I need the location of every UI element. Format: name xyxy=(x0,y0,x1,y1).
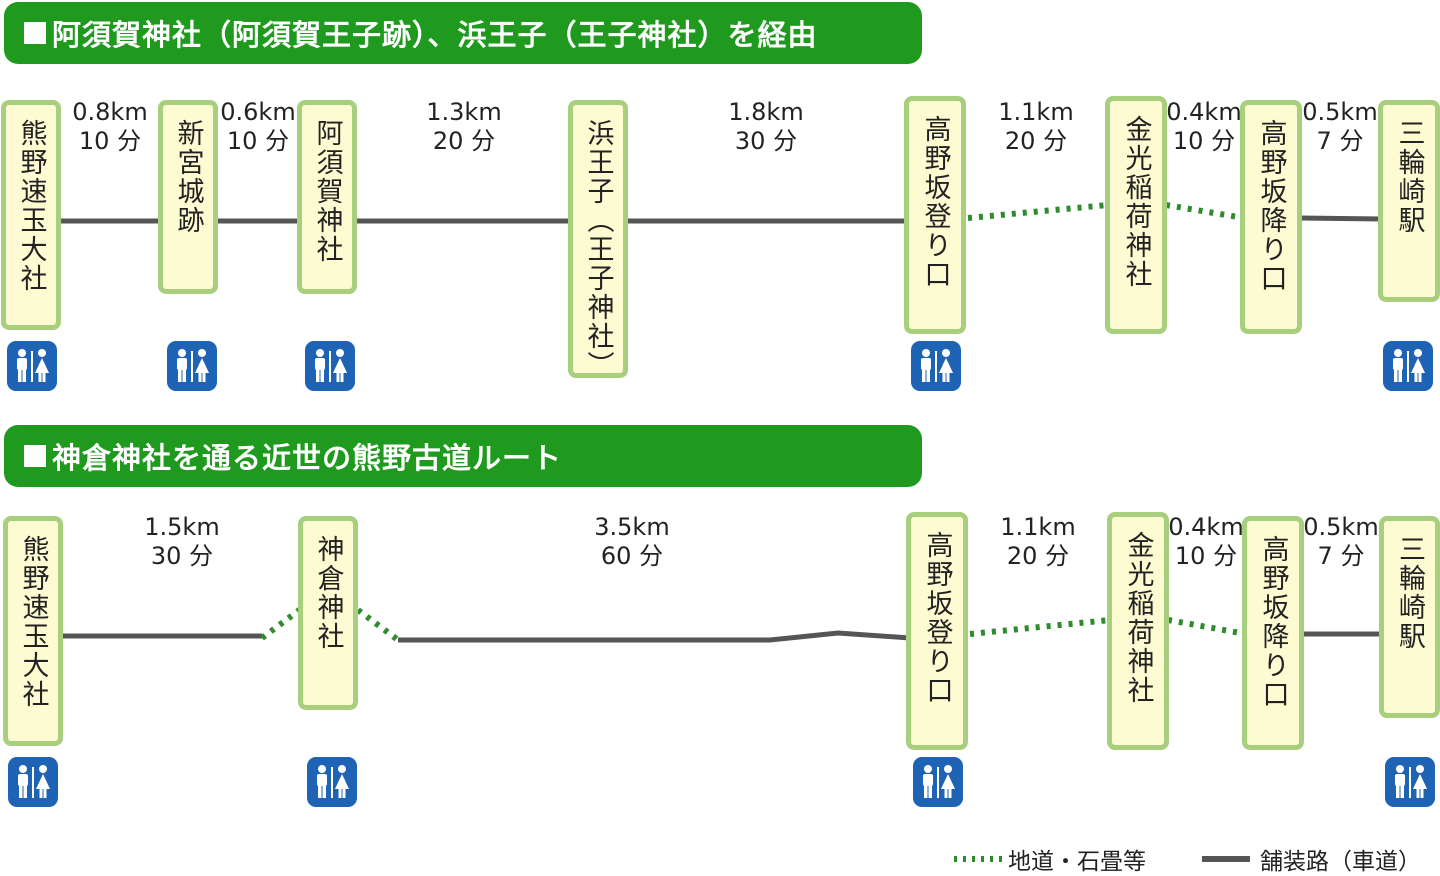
stop-konko-inari: 金光稲荷神社 xyxy=(1105,96,1167,334)
square-bullet-icon xyxy=(24,22,46,44)
segment-time: 7 分 xyxy=(1317,542,1365,570)
segment-distance: 1.3km xyxy=(426,98,502,126)
segment-time: 60 分 xyxy=(600,542,664,570)
trail-path xyxy=(1167,617,1247,637)
segment-distance: 0.5km xyxy=(1303,513,1379,541)
stop-label: 新宮城跡 xyxy=(172,119,204,235)
stop-label: 三輪崎駅 xyxy=(1394,535,1425,651)
trail-path xyxy=(1165,202,1245,221)
segment-distance: 0.4km xyxy=(1166,98,1242,126)
trail-path xyxy=(967,202,1109,221)
stop-label: 高野坂登り口 xyxy=(921,531,953,705)
segment-distance: 0.8km xyxy=(72,98,148,126)
stop-label: 浜王子（王子神社） xyxy=(582,119,614,380)
paved-path xyxy=(398,630,911,643)
square-bullet-icon xyxy=(24,445,46,467)
segment-distance: 0.4km xyxy=(1168,513,1244,541)
stop-label: 神倉神社 xyxy=(312,535,344,651)
segment-time: 10 分 xyxy=(1172,127,1236,155)
restroom-icon xyxy=(1385,757,1435,807)
paved-path xyxy=(1299,215,1383,222)
restroom-icon xyxy=(307,757,357,807)
restroom-icon xyxy=(305,341,355,391)
stop-label: 高野坂登り口 xyxy=(919,115,951,289)
stop-asuka-shrine: 阿須賀神社 xyxy=(297,100,357,294)
stop-kumano-hayatama: 熊野速玉大社 xyxy=(1,100,61,330)
stop-label: 金光稲荷神社 xyxy=(1122,531,1154,705)
trail-path xyxy=(969,617,1111,637)
stop-miwasaki-station: 三輪崎駅 xyxy=(1378,100,1440,302)
stop-takanosaka-entrance: 高野坂登り口 xyxy=(904,96,966,334)
legend-trail-label: 地道・石畳等 xyxy=(1008,849,1146,875)
restroom-icon xyxy=(911,341,961,391)
segment-time: 7 分 xyxy=(1316,127,1364,155)
stop-label: 高野坂降り口 xyxy=(1255,119,1287,293)
trail-path xyxy=(260,605,304,641)
stop-kamikura-shrine: 神倉神社 xyxy=(298,516,358,710)
segment-distance: 1.1km xyxy=(998,98,1074,126)
stop-kumano-hayatama: 熊野速玉大社 xyxy=(3,516,63,746)
route2-title-banner: 神倉神社を通る近世の熊野古道ルート xyxy=(4,425,922,487)
trail-path xyxy=(356,607,400,643)
stop-hama-oji: 浜王子（王子神社） xyxy=(568,100,628,380)
stop-label: 熊野速玉大社 xyxy=(17,535,49,709)
segment-distance: 1.1km xyxy=(1000,513,1076,541)
segment-distance: 1.5km xyxy=(144,513,220,541)
stop-takanosaka-exit: 高野坂降り口 xyxy=(1240,100,1302,334)
segment-distance: 0.5km xyxy=(1302,98,1378,126)
segment-time: 20 分 xyxy=(1004,127,1068,155)
stop-shingu-castle: 新宮城跡 xyxy=(158,100,218,294)
segment-time: 30 分 xyxy=(150,542,214,570)
stop-label: 金光稲荷神社 xyxy=(1120,115,1152,289)
segment-distance: 1.8km xyxy=(728,98,804,126)
route1-title-banner: 阿須賀神社（阿須賀王子跡）、浜王子（王子神社）を経由 xyxy=(4,2,922,64)
stop-takanosaka-exit: 高野坂降り口 xyxy=(1242,516,1304,750)
segment-time: 20 分 xyxy=(432,127,496,155)
restroom-icon xyxy=(1383,341,1433,391)
stop-konko-inari: 金光稲荷神社 xyxy=(1107,512,1169,750)
segment-distance: 0.6km xyxy=(220,98,296,126)
segment-distance: 3.5km xyxy=(594,513,670,541)
segment-time: 10 分 xyxy=(1174,542,1238,570)
route1-title: 阿須賀神社（阿須賀王子跡）、浜王子（王子神社）を経由 xyxy=(52,18,818,52)
restroom-icon xyxy=(7,341,57,391)
restroom-icon xyxy=(913,757,963,807)
stop-miwasaki-station: 三輪崎駅 xyxy=(1379,516,1440,718)
stop-label: 三輪崎駅 xyxy=(1393,119,1425,235)
restroom-icon xyxy=(8,757,58,807)
segment-time: 20 分 xyxy=(1006,542,1070,570)
stop-takanosaka-entrance: 高野坂登り口 xyxy=(906,512,968,750)
segment-time: 10 分 xyxy=(226,127,290,155)
segment-time: 30 分 xyxy=(734,127,798,155)
legend-paved-label: 舗装路（車道） xyxy=(1260,849,1421,875)
stop-label: 高野坂降り口 xyxy=(1257,535,1289,709)
stop-label: 阿須賀神社 xyxy=(311,119,343,264)
stop-label: 熊野速玉大社 xyxy=(15,119,47,293)
segment-time: 10 分 xyxy=(78,127,142,155)
route2-title: 神倉神社を通る近世の熊野古道ルート xyxy=(52,441,563,475)
restroom-icon xyxy=(167,341,217,391)
